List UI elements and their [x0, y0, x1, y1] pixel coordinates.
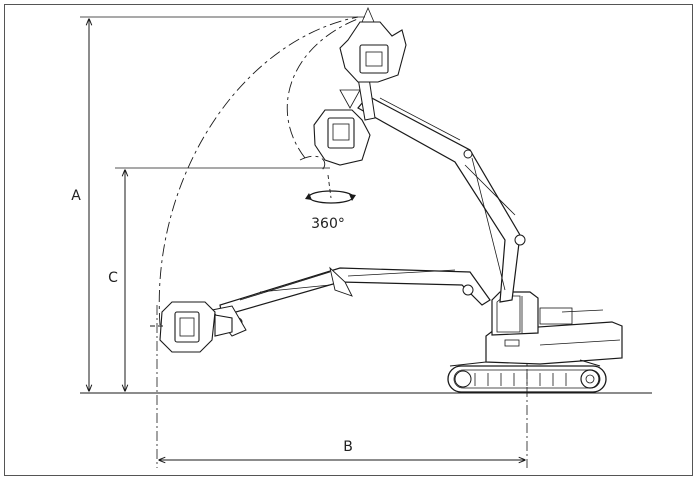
excavator-body [449, 291, 623, 367]
excavator-tracks [447, 365, 607, 393]
dimension-c-label: C [108, 270, 118, 286]
rotation-indicator: 360° [305, 174, 356, 232]
rotation-label: 360° [311, 216, 345, 232]
dimension-b-label: B [343, 439, 353, 455]
dimension-a: A [71, 19, 89, 391]
dimension-b: B [159, 439, 525, 460]
raised-crusher-attachments [313, 6, 407, 166]
dimension-c: C [108, 170, 125, 391]
lowered-crusher-attachment [150, 301, 233, 353]
reach-envelope [158, 16, 361, 326]
diagram-border [4, 4, 693, 476]
dimension-a-label: A [71, 188, 81, 204]
